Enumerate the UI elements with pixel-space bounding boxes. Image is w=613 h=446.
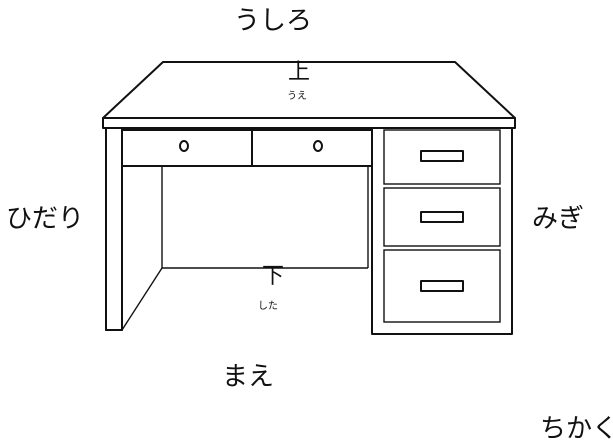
- label-back: うしろ: [234, 6, 313, 36]
- label-under-kanji: 下: [262, 264, 285, 289]
- label-top-kanji: 上: [288, 60, 311, 85]
- drawer-handle-2: [420, 211, 464, 223]
- knee-space-panel: [162, 166, 369, 269]
- center-drawers: [121, 129, 373, 167]
- right-drawer-knob: [313, 140, 323, 152]
- label-near: ちかく: [540, 414, 613, 444]
- label-under-reading: した: [258, 301, 278, 312]
- label-left: ひだり: [6, 204, 85, 234]
- label-top-reading: うえ: [287, 91, 307, 102]
- label-right: みぎ: [532, 204, 585, 234]
- drawer-handle-1: [420, 150, 464, 162]
- left-drawer-knob: [179, 140, 189, 152]
- desk-top-edge: [102, 117, 516, 129]
- drawer-handle-3: [420, 280, 464, 292]
- label-front: まえ: [222, 362, 275, 392]
- drawer-pedestal: [371, 127, 513, 335]
